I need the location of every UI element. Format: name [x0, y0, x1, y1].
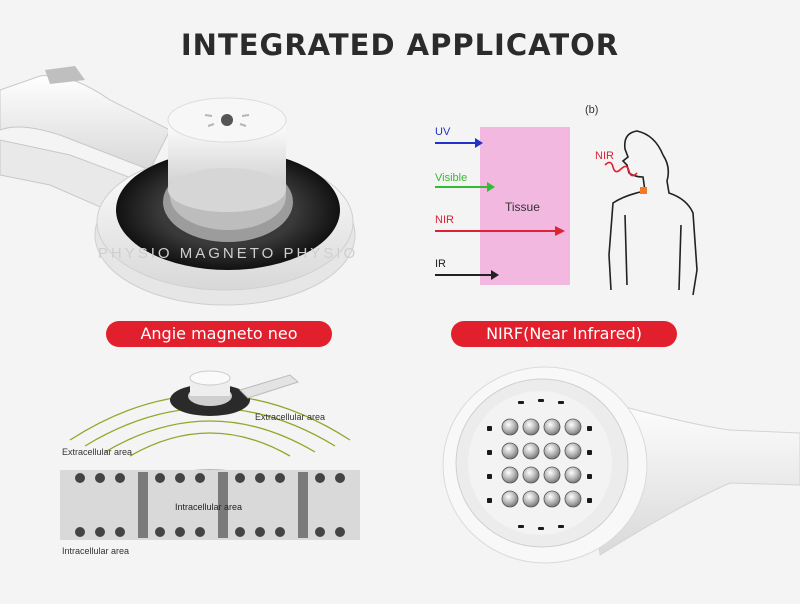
ray-label-ir: IR	[435, 258, 446, 270]
panel-label: (b)	[585, 104, 598, 116]
human-outline	[608, 130, 698, 296]
applicator-ring-text: PHYSIO MAGNETO PHYSIO	[98, 245, 358, 262]
tissue-label: Tissue	[505, 200, 540, 214]
nir-led-applicator-image	[442, 366, 800, 564]
led-emitter	[501, 442, 519, 460]
magneto-applicator-image: PHYSIO MAGNETO PHYSIO	[0, 66, 358, 306]
nir-penetration-diagram: Tissue UV Visible NIR IR (b) NIR	[435, 104, 698, 296]
tissue-block	[480, 127, 570, 285]
led-emitter	[501, 466, 519, 484]
led-emitter	[564, 490, 582, 508]
led-array-face	[468, 391, 612, 535]
led-emitter	[564, 466, 582, 484]
intracellular-label-bottom: Intracellular area	[62, 546, 129, 556]
led-emitter	[543, 466, 561, 484]
body-nir-label: NIR	[595, 150, 614, 162]
page-title: INTEGRATED APPLICATOR	[180, 28, 620, 62]
ray-label-nir: NIR	[435, 214, 454, 226]
extracellular-label-left: Extracellular area	[62, 447, 132, 457]
led-emitter	[501, 490, 519, 508]
led-emitter	[564, 442, 582, 460]
ray-label-uv: UV	[435, 126, 451, 138]
led-grid	[501, 418, 582, 508]
led-emitter	[522, 418, 540, 436]
label-angie-magneto-neo: Angie magneto neo	[106, 321, 332, 347]
led-emitter	[522, 490, 540, 508]
extracellular-label-top: Extracellular area	[255, 412, 325, 422]
led-emitter	[543, 490, 561, 508]
label-nirf: NIRF(Near Infrared)	[451, 321, 677, 347]
led-emitter	[564, 418, 582, 436]
led-emitter	[522, 466, 540, 484]
magnetic-field-diagram: Extracellular area Extracellular area In…	[60, 370, 360, 556]
ray-label-visible: Visible	[435, 172, 467, 184]
led-emitter	[501, 418, 519, 436]
led-emitter	[522, 442, 540, 460]
led-emitter	[543, 418, 561, 436]
led-emitter	[543, 442, 561, 460]
intracellular-label-mid: Intracellular area	[175, 502, 242, 512]
